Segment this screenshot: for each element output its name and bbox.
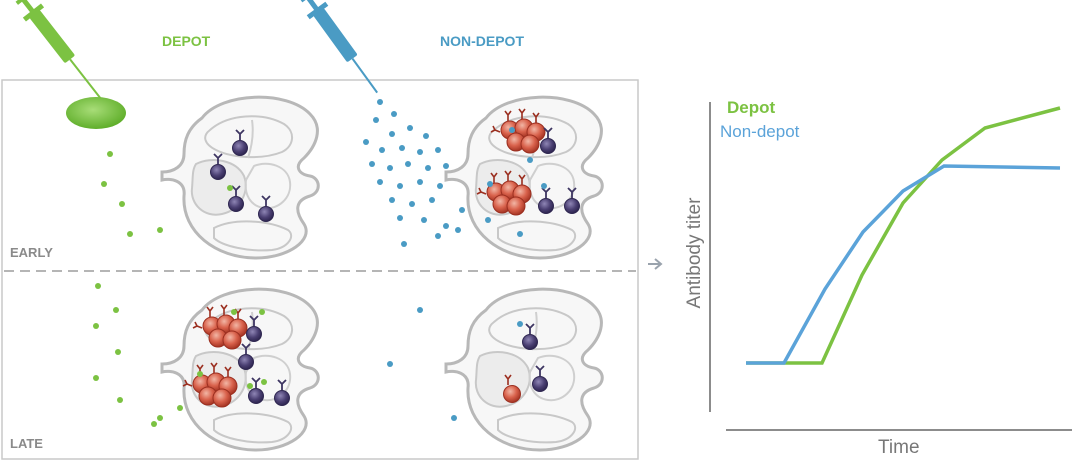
late-label: LATE [10,436,43,451]
chart [709,102,1072,431]
lymph-node-depot-early [160,95,320,260]
arrow-icon [648,258,663,270]
depot-title: DEPOT [162,33,211,49]
nondepot-late-cells [503,323,549,403]
plasma-cell [503,385,521,403]
depot-blob [66,97,126,129]
y-axis-label: Antibody titer [684,197,705,309]
x-axis-label: Time [878,437,920,458]
depot-syringe-icon [15,0,103,101]
depot-antigen-dots [93,151,267,427]
legend-nondepot: Non-depot [720,122,800,141]
nondepot-syringe-icon [299,0,378,94]
nondepot-antigen-dots [363,99,547,421]
series-line-nondepot [746,164,1061,365]
legend-depot: Depot [727,98,776,117]
lymph-node-nondepot-late [444,287,604,452]
panel-border [1,79,639,460]
nondepot-title: NON-DEPOT [440,33,524,49]
lymph-node-depot-late [160,287,320,452]
early-label: EARLY [10,245,53,260]
series-line-depot [746,106,1061,365]
